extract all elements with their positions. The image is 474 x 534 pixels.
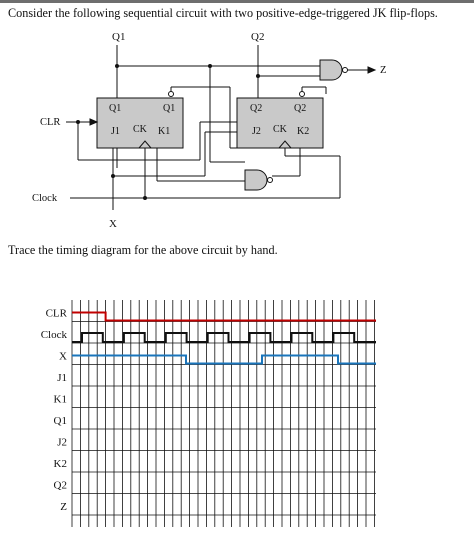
signal-label-z: Z bbox=[60, 501, 67, 513]
ff2-k-label: K2 bbox=[297, 126, 309, 137]
clock-label: Clock bbox=[32, 193, 58, 204]
ff2-ck-label: CK bbox=[273, 124, 288, 135]
signal-label-clock: Clock bbox=[41, 329, 68, 341]
clr-label: CLR bbox=[40, 117, 60, 128]
top-rule bbox=[0, 0, 474, 3]
ff2-q-label: Q2 bbox=[250, 103, 262, 114]
nand-gate-output bbox=[319, 59, 343, 81]
signal-label-j2: J2 bbox=[57, 437, 67, 449]
ff1-qbar-label: Q1 bbox=[163, 103, 175, 114]
nand-gate-feedback bbox=[244, 169, 268, 191]
ff1-k-label: K1 bbox=[158, 126, 170, 137]
signal-label-q2: Q2 bbox=[54, 480, 67, 492]
top-q1-label: Q1 bbox=[112, 31, 125, 43]
instruction-text: Trace the timing diagram for the above c… bbox=[8, 243, 278, 257]
signal-label-k1: K1 bbox=[54, 394, 67, 406]
signal-label-j1: J1 bbox=[57, 372, 67, 384]
signal-label-x: X bbox=[59, 351, 67, 363]
ff1-ck-label: CK bbox=[133, 124, 148, 135]
ff1-q-label: Q1 bbox=[109, 103, 121, 114]
z-label: Z bbox=[380, 65, 386, 76]
ff2-j-label: J2 bbox=[252, 126, 261, 137]
signal-label-q1: Q1 bbox=[54, 415, 67, 427]
x-waveform bbox=[72, 354, 376, 365]
ff1-j-label: J1 bbox=[111, 126, 120, 137]
ff2-qbar-label: Q2 bbox=[294, 103, 306, 114]
signal-label-clr: CLR bbox=[46, 308, 68, 320]
question-heading: Consider the following sequential circui… bbox=[8, 6, 438, 20]
flip-flop-1 bbox=[96, 97, 184, 149]
clock-waveform bbox=[72, 332, 376, 343]
x-label: X bbox=[109, 218, 117, 230]
signal-label-k2: K2 bbox=[54, 458, 67, 470]
flip-flop-2 bbox=[236, 97, 324, 149]
top-q2-label: Q2 bbox=[251, 31, 264, 43]
clr-waveform bbox=[72, 311, 376, 322]
